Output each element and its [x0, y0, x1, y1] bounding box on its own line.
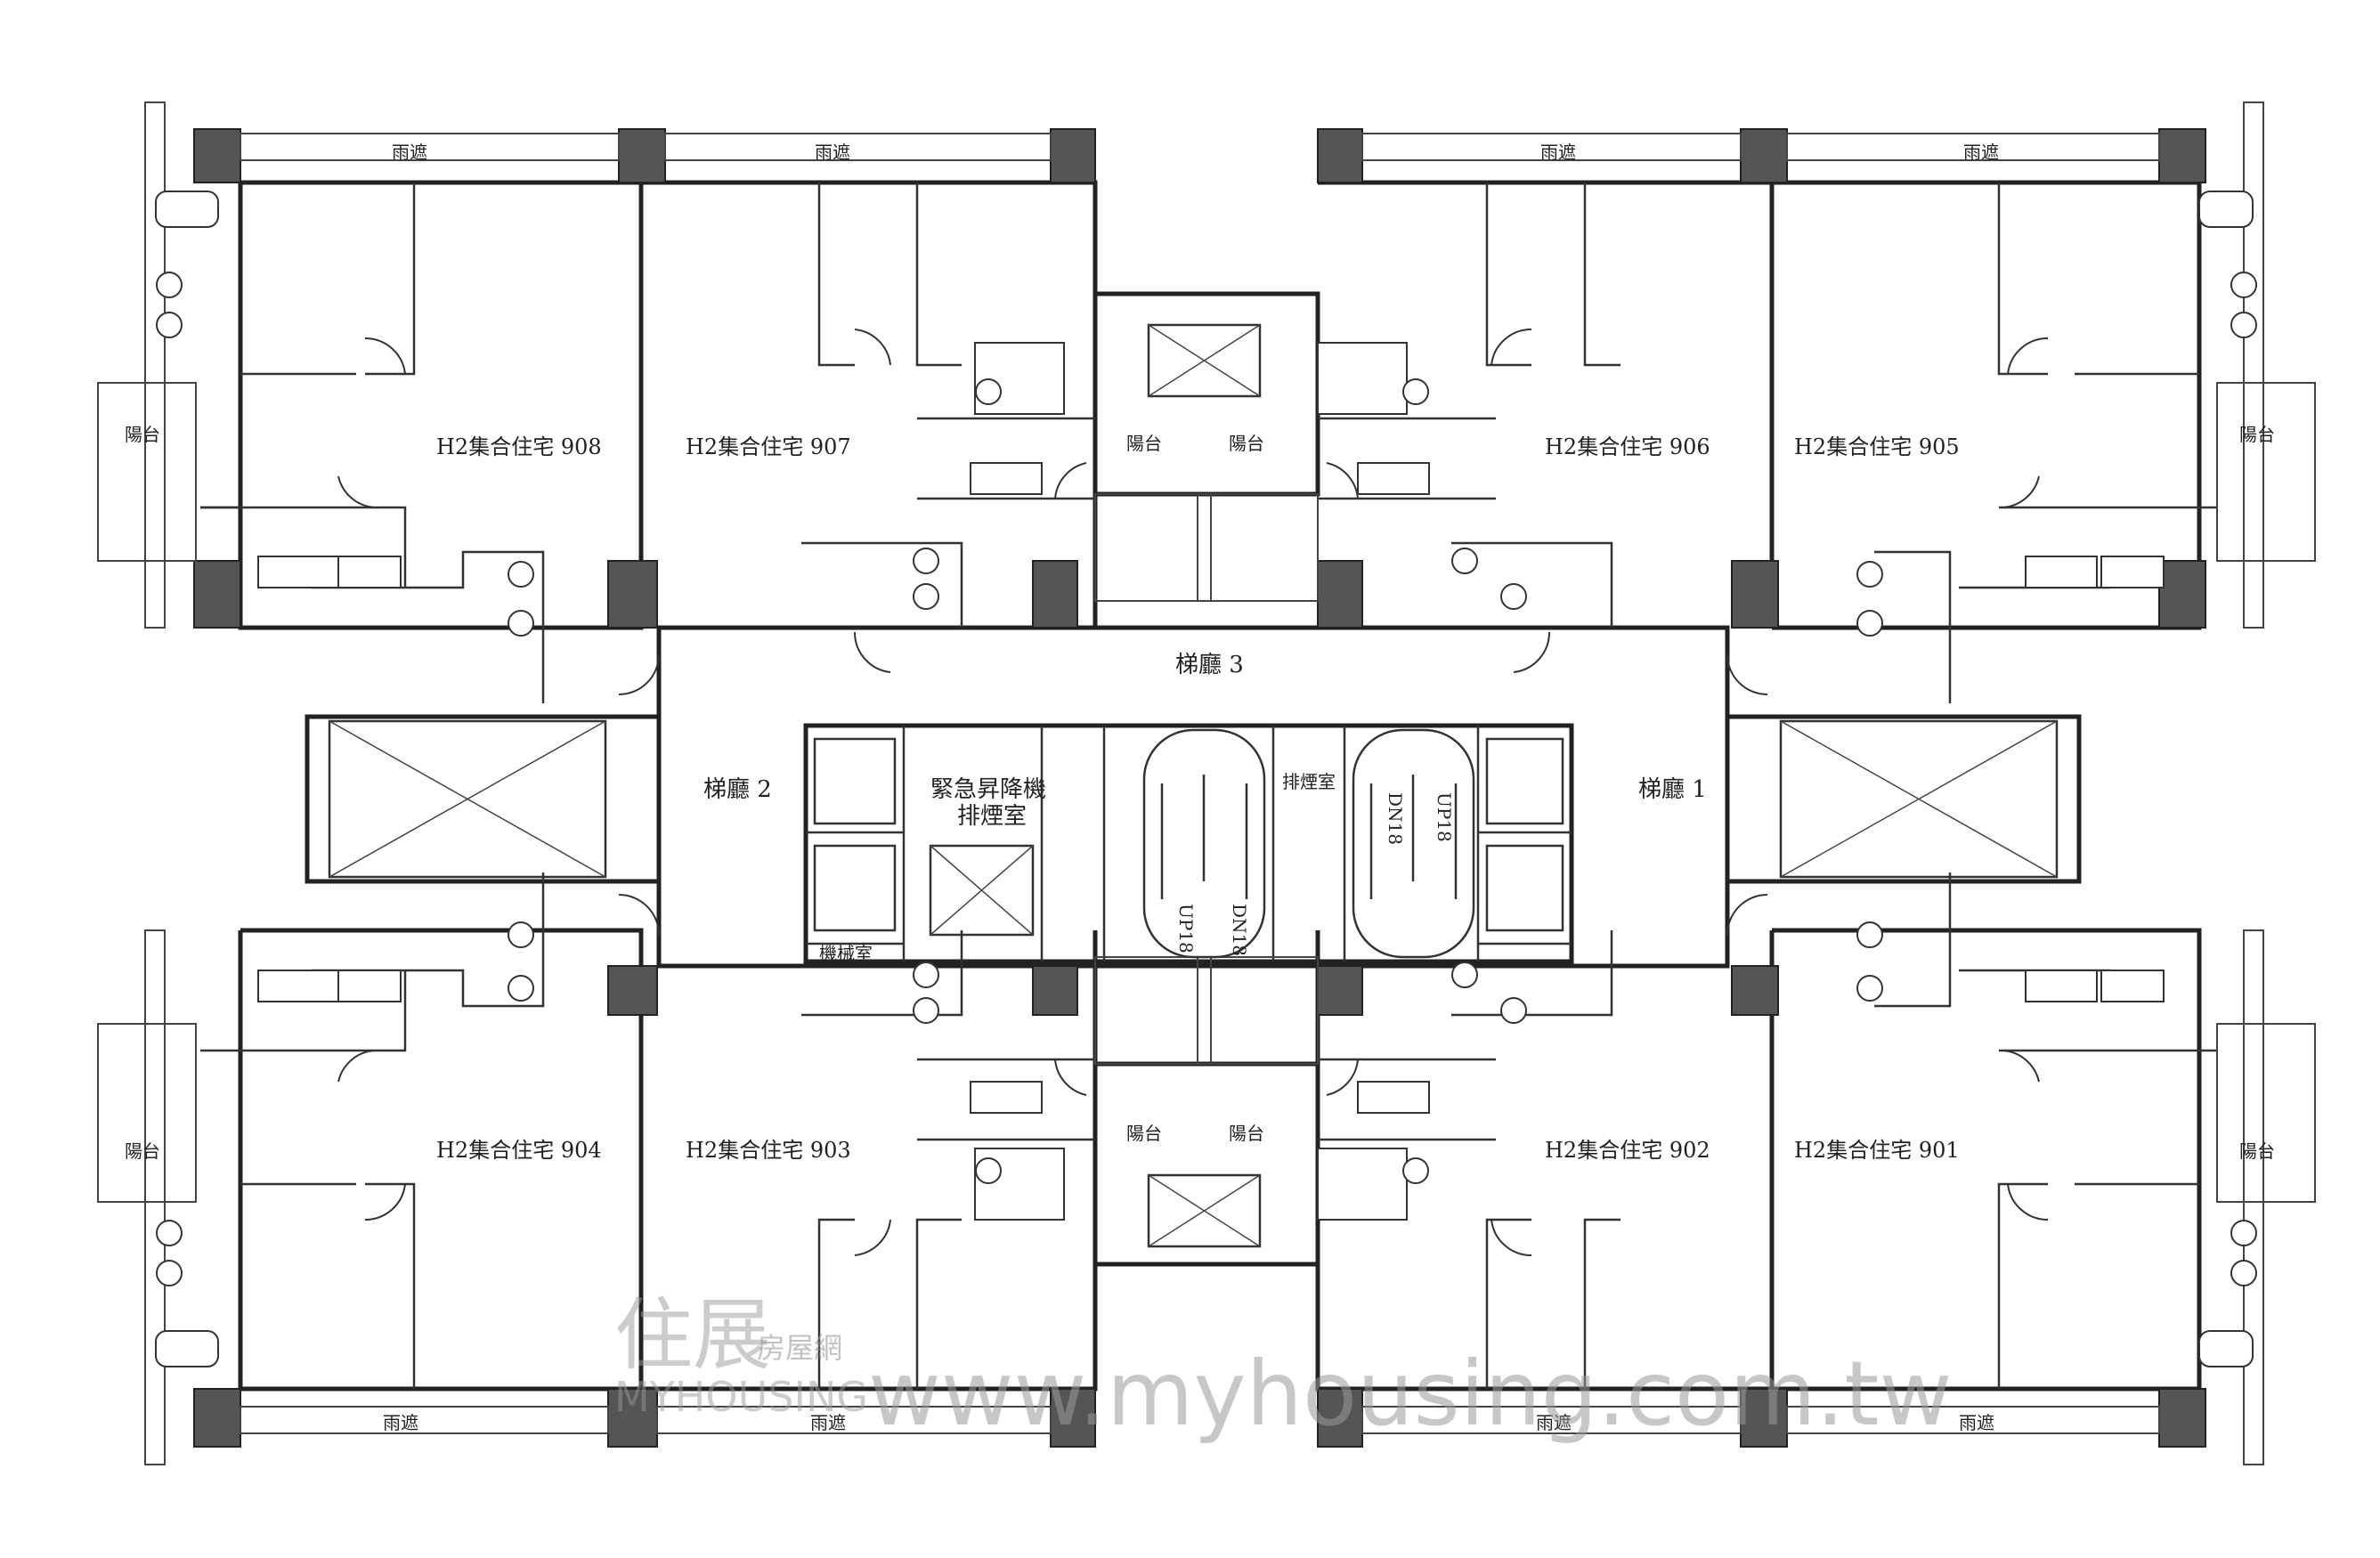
stairwells — [1142, 728, 1475, 959]
stair-tag-dn: DN18 — [1385, 792, 1406, 845]
unit-label-907: H2集合住宅 907 — [686, 434, 851, 459]
unit-label-904: H2集合住宅 904 — [436, 1138, 602, 1163]
columns — [193, 128, 2206, 1448]
canopy-labels: 雨遮 雨遮 雨遮 雨遮 雨遮 雨遮 雨遮 雨遮 — [383, 142, 1999, 1433]
balcony-label: 陽台 — [1229, 433, 1264, 454]
canopy-label: 雨遮 — [392, 142, 427, 163]
machine-room-label: 機械室 — [819, 943, 873, 964]
unit-label-906: H2集合住宅 906 — [1545, 434, 1710, 459]
watermark: 住展 房屋網 MYHOUSING www.myhousing.com.tw — [614, 1289, 1952, 1446]
emergency-lift-label: 緊急昇降機 — [930, 776, 1046, 803]
unit-label-908: H2集合住宅 908 — [436, 434, 602, 459]
unit-labels: H2集合住宅 908 H2集合住宅 907 H2集合住宅 906 H2集合住宅 … — [436, 434, 1960, 1163]
balcony-label: 陽台 — [1126, 433, 1162, 454]
canopy-label: 雨遮 — [1959, 1412, 1994, 1433]
unit-label-903: H2集合住宅 903 — [686, 1138, 851, 1163]
stair-tag-dn: DN18 — [1229, 904, 1250, 956]
watermark-brand-en: MYHOUSING — [614, 1373, 868, 1421]
interior-partitions — [200, 183, 2217, 1389]
unit-label-901: H2集合住宅 901 — [1794, 1138, 1960, 1163]
structural-walls — [238, 180, 2202, 1392]
balcony-labels: 陽台 陽台 陽台 陽台 陽台 陽台 陽台 陽台 — [125, 424, 2275, 1162]
balcony-label: 陽台 — [1126, 1123, 1162, 1144]
balcony-label: 陽台 — [125, 424, 160, 445]
canopy-label: 雨遮 — [1963, 142, 1999, 163]
canopy-label: 雨遮 — [383, 1412, 418, 1433]
unit-label-905: H2集合住宅 905 — [1794, 434, 1960, 459]
lobby-label-2: 梯廳 2 — [703, 776, 772, 803]
balcony-label: 陽台 — [2239, 424, 2275, 445]
emergency-lift-smoke-label: 排煙室 — [957, 803, 1027, 830]
canopy-label: 雨遮 — [815, 142, 850, 163]
stair-tag-up: UP18 — [1434, 792, 1455, 842]
stair-tag-up: UP18 — [1175, 904, 1197, 953]
watermark-logo: 住展 — [614, 1289, 771, 1381]
balcony-label: 陽台 — [1229, 1123, 1264, 1144]
balcony-label: 陽台 — [125, 1140, 160, 1162]
canopy-label: 雨遮 — [810, 1412, 846, 1433]
watermark-url: www.myhousing.com.tw — [868, 1342, 1952, 1446]
lobby-label-3: 梯廳 3 — [1175, 652, 1244, 678]
lobby-labels: 梯廳 3 梯廳 2 梯廳 1 — [703, 652, 1707, 803]
canopy-label: 雨遮 — [1540, 142, 1576, 163]
canopy-rails — [97, 101, 2316, 1465]
canopy-label: 雨遮 — [1536, 1412, 1572, 1433]
balcony-label: 陽台 — [2239, 1140, 2275, 1162]
door-swings — [337, 328, 2049, 1257]
lobby-label-1: 梯廳 1 — [1638, 776, 1707, 803]
voids — [328, 323, 2059, 1248]
smoke-room-label: 排煙室 — [1282, 771, 1336, 792]
core-labels: 緊急昇降機 排煙室 排煙室 機械室 UP18 DN18 DN18 UP18 — [819, 771, 1455, 964]
unit-label-902: H2集合住宅 902 — [1545, 1138, 1710, 1163]
watermark-brand-cn: 房屋網 — [757, 1331, 842, 1365]
fixtures — [155, 191, 2257, 1367]
